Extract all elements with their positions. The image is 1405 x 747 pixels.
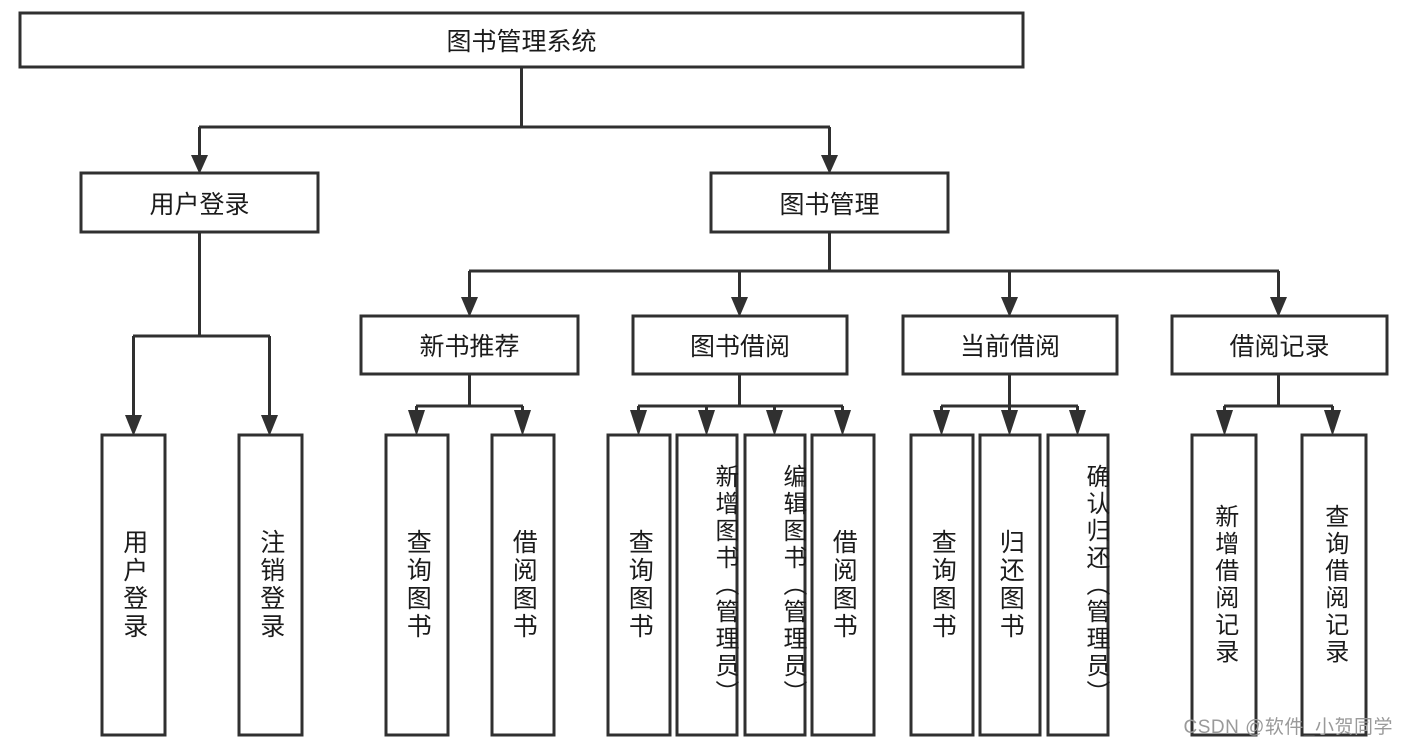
node-box-root[interactable] <box>18 11 1025 69</box>
node-box-current-borrow[interactable] <box>901 314 1119 376</box>
arrow-leaf-query-book-2 <box>630 410 647 436</box>
node-box-user-login[interactable] <box>79 171 320 234</box>
arrow-leaf-logout-login <box>261 415 278 436</box>
node-box-leaf-add-book[interactable] <box>675 433 739 737</box>
connectors-current-borrow-branch <box>933 374 1086 436</box>
node-box-new-book-recommend[interactable] <box>359 314 580 376</box>
connectors-book-management-branch <box>461 232 1287 317</box>
connectors-book-borrow-branch <box>630 374 851 436</box>
arrow-leaf-borrow-book-1 <box>514 410 531 436</box>
node-box-leaf-query-borrow-record[interactable] <box>1300 433 1368 737</box>
connectors-new-book-recommend-branch <box>408 374 531 436</box>
node-box-book-borrow[interactable] <box>631 314 849 376</box>
node-box-borrow-record[interactable] <box>1170 314 1389 376</box>
arrow-leaf-add-book <box>698 410 715 436</box>
arrow-to-book-borrow <box>731 297 748 317</box>
node-box-leaf-borrow-book-2[interactable] <box>810 433 876 737</box>
node-box-leaf-borrow-book-1[interactable] <box>490 433 556 737</box>
node-box-book-management[interactable] <box>709 171 950 234</box>
node-box-leaf-query-book-2[interactable] <box>606 433 672 737</box>
arrow-leaf-user-login <box>125 415 142 436</box>
node-box-leaf-return-book[interactable] <box>978 433 1042 737</box>
node-box-leaf-logout-login[interactable] <box>237 433 304 737</box>
arrow-leaf-confirm-return <box>1069 410 1086 436</box>
node-box-leaf-query-book-1[interactable] <box>384 433 450 737</box>
connectors-user-login-branch <box>125 232 278 436</box>
arrow-to-current-borrow <box>1001 297 1018 317</box>
connectors-root-to-level1 <box>191 67 838 174</box>
arrow-leaf-add-borrow-record <box>1216 410 1233 436</box>
arrow-to-user-login <box>191 155 208 174</box>
arrow-leaf-return-book <box>1001 410 1018 436</box>
arrow-to-new-book-recommend <box>461 297 478 317</box>
node-box-leaf-edit-book[interactable] <box>743 433 807 737</box>
arrow-leaf-query-borrow-record <box>1324 410 1341 436</box>
arrow-to-borrow-record <box>1270 297 1287 317</box>
arrow-leaf-query-book-1 <box>408 410 425 436</box>
node-box-leaf-add-borrow-record[interactable] <box>1190 433 1258 737</box>
node-box-leaf-user-login[interactable] <box>100 433 167 737</box>
connectors-borrow-record-branch <box>1216 374 1341 436</box>
arrow-leaf-borrow-book-2 <box>834 410 851 436</box>
arrow-leaf-edit-book <box>766 410 783 436</box>
arrow-leaf-query-book-3 <box>933 410 950 436</box>
node-box-leaf-query-book-3[interactable] <box>909 433 975 737</box>
node-box-leaf-confirm-return[interactable] <box>1046 433 1110 737</box>
arrow-to-book-management <box>821 155 838 174</box>
